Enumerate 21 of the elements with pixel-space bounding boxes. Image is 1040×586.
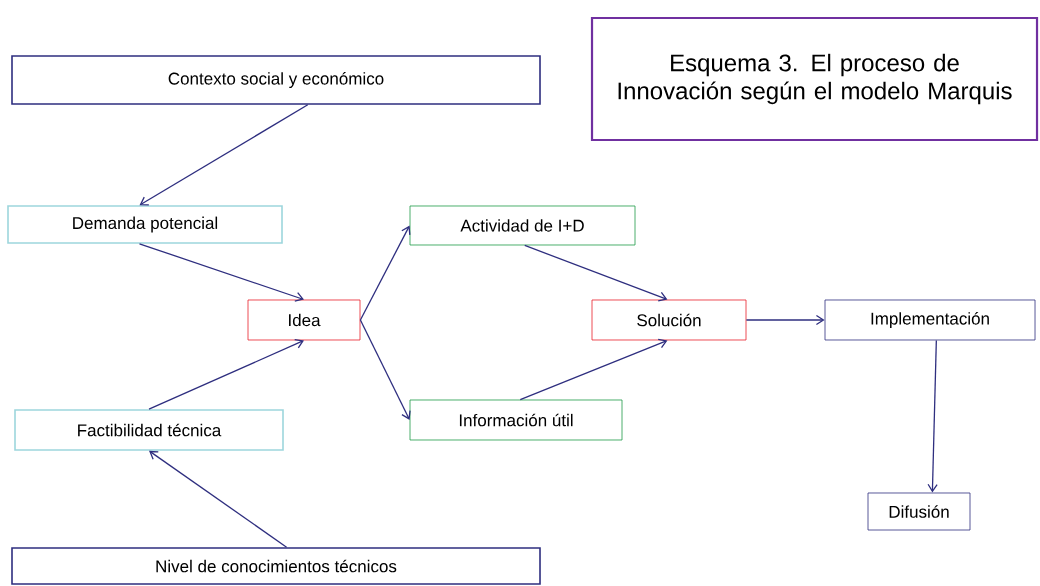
process-box: Implementación bbox=[824, 299, 1036, 341]
process-box: Nivel de conocimientos técnicos bbox=[11, 547, 541, 585]
process-box: Difusión bbox=[867, 492, 971, 531]
process-box: Idea bbox=[247, 299, 361, 341]
process-box: Información útil bbox=[409, 399, 623, 441]
arrow bbox=[148, 338, 304, 410]
arrow bbox=[524, 244, 668, 302]
arrow bbox=[139, 104, 309, 206]
process-box: Solución bbox=[591, 299, 747, 341]
arrow bbox=[519, 338, 668, 401]
arrow bbox=[359, 225, 411, 321]
arrow bbox=[149, 450, 288, 548]
process-box: Factibilidad técnica bbox=[14, 409, 284, 451]
process-box: Demanda potencial bbox=[7, 205, 283, 244]
arrow bbox=[927, 339, 938, 493]
title-box: Esquema 3. El proceso de Innovación según el modelo Marquis bbox=[590, 16, 1039, 142]
process-box: Actividad de I+D bbox=[409, 205, 636, 246]
arrow bbox=[138, 243, 304, 302]
arrow bbox=[359, 319, 411, 420]
arrow bbox=[745, 314, 825, 326]
process-box: Contexto social y económico bbox=[11, 55, 541, 105]
